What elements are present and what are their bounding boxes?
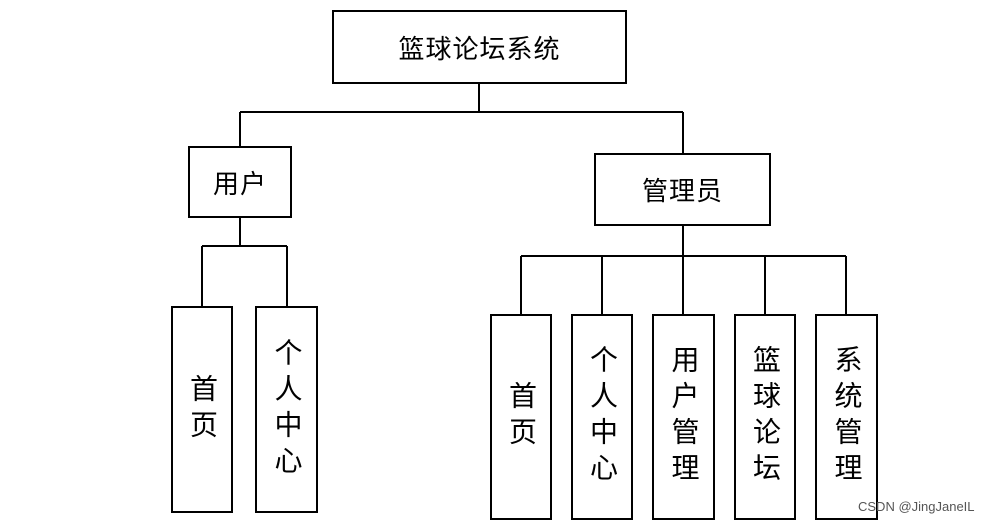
admin-child-user-management-label: 用户管理: [667, 345, 701, 489]
watermark-text: CSDN @JingJaneIL: [858, 499, 975, 514]
admin-child-system-management: 系统管理: [815, 314, 878, 520]
root-label: 篮球论坛系统: [398, 34, 561, 65]
user-node: 用户: [188, 146, 292, 218]
user-child-home: 首页: [171, 306, 233, 513]
user-child-profile-label: 个人中心: [270, 337, 304, 482]
admin-child-forum: 篮球论坛: [734, 314, 796, 520]
user-child-profile: 个人中心: [255, 306, 318, 513]
admin-child-user-management: 用户管理: [652, 314, 715, 520]
user-child-home-label: 首页: [186, 373, 219, 446]
admin-child-home-label: 首页: [505, 381, 538, 453]
admin-child-profile: 个人中心: [571, 314, 633, 520]
admin-child-forum-label: 篮球论坛: [749, 345, 782, 489]
admin-child-profile-label: 个人中心: [586, 345, 619, 489]
root-node: 篮球论坛系统: [332, 10, 627, 84]
admin-node: 管理员: [594, 153, 771, 226]
admin-child-system-management-label: 系统管理: [830, 345, 864, 489]
user-label: 用户: [212, 169, 267, 200]
admin-child-home: 首页: [490, 314, 552, 520]
admin-label: 管理员: [641, 177, 723, 207]
